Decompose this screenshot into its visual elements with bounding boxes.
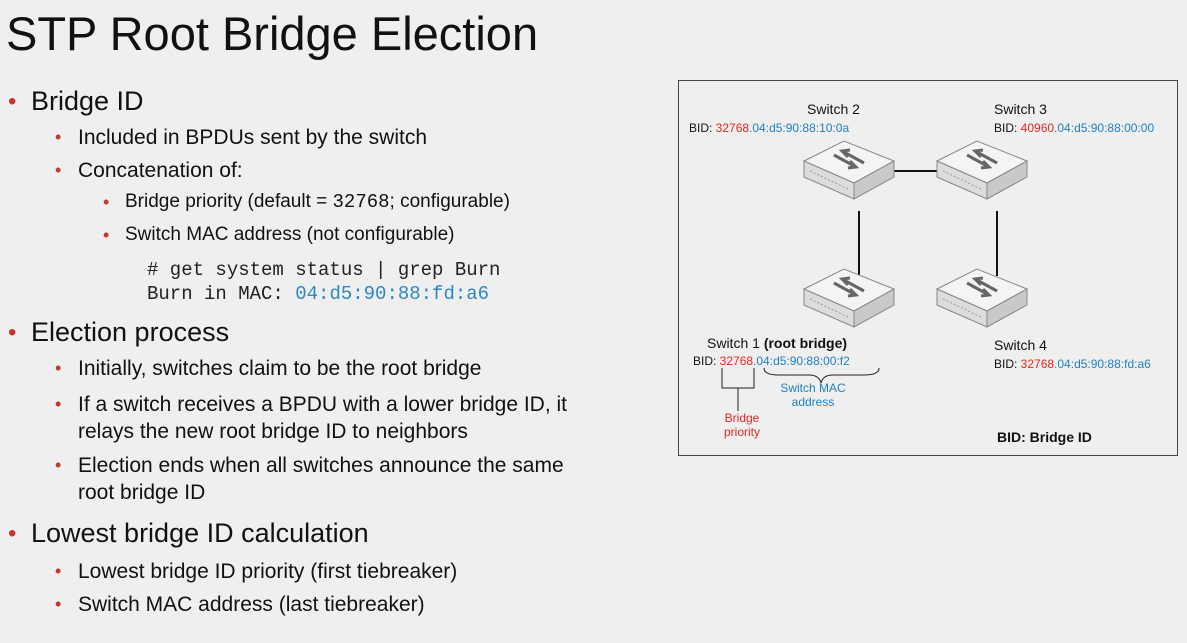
diagram-graphics [721, 139, 1029, 411]
bullet-text: Bridge priority (default = 32768; config… [125, 191, 510, 213]
bullet-text: If a switch receives a BPDU with a lower… [78, 393, 568, 416]
switch-1-name: Switch 1 [707, 335, 764, 351]
bid-mac: .04:d5:90:88:00:f2 [753, 354, 850, 368]
bullet-dot: • [55, 394, 62, 414]
bullet-text: Switch MAC address (last tiebreaker) [78, 593, 425, 616]
bullet-text-cont: relays the new root bridge ID to neighbo… [78, 420, 468, 443]
switch-4-icon [935, 267, 1029, 329]
switch-mac-line1: Switch MAC [780, 381, 846, 395]
bid-priority: 32768 [1020, 357, 1055, 371]
bullet-dot: • [8, 520, 17, 547]
switch-mac-line2: address [791, 395, 835, 409]
legend: BID: Bridge ID [997, 429, 1092, 445]
switch-2-label: Switch 2 [807, 101, 860, 117]
bid-priority: 32768 [715, 121, 750, 135]
bullet-dot: • [55, 127, 62, 147]
code-line-1: # get system status | grep Burn [147, 259, 501, 281]
mac-brace [763, 367, 880, 384]
bid-mac: .04:d5:90:88:10:0a [749, 121, 850, 135]
page-title: STP Root Bridge Election [6, 7, 539, 60]
bullet-dot: • [8, 319, 17, 346]
stp-diagram: Switch 2 BID: 32768.04:d5:90:88:10:0a Sw… [678, 80, 1178, 456]
bullet-dot: • [55, 160, 62, 180]
bullet-dot: • [55, 455, 62, 475]
bullet-dot: • [55, 358, 62, 378]
bridge-priority-line2: priority [723, 425, 760, 439]
switch-2-bid: BID: 32768.04:d5:90:88:10:0a [689, 121, 849, 135]
switch-1-label: Switch 1 (root bridge) [707, 335, 847, 351]
bullet-dot: • [55, 561, 62, 581]
priority-bracket [721, 368, 755, 389]
bullet-text: Initially, switches claim to be the root… [78, 357, 482, 380]
root-bridge-tag: (root bridge) [763, 335, 848, 351]
bridge-priority-line1: Bridge [724, 411, 760, 425]
priority-prefix: Bridge priority (default = [125, 191, 333, 212]
bullet-dot: • [103, 225, 110, 245]
bid-label: BID: [689, 121, 716, 135]
bullet-text: Lowest bridge ID priority (first tiebrea… [78, 560, 458, 583]
bullet-text: Election process [31, 317, 230, 347]
code-block: # get system status | grep Burn Burn in … [147, 258, 500, 306]
switch-3-label: Switch 3 [994, 101, 1047, 117]
bullet-text: Concatenation of: [78, 159, 243, 182]
switch-3-bid: BID: 40960.04:d5:90:88:00:00 [994, 121, 1154, 135]
switch-2-icon [802, 139, 896, 201]
switch-3-icon [935, 139, 1029, 201]
bid-priority: 40960 [1020, 121, 1055, 135]
bid-label: BID: [994, 121, 1021, 135]
priority-value: 32768 [332, 191, 390, 213]
bid-label: BID: [994, 357, 1021, 371]
bullet-text-cont: root bridge ID [78, 481, 206, 504]
bullet-dot: • [55, 594, 62, 614]
bullet-text: Election ends when all switches announce… [78, 454, 564, 477]
bullet-text: Lowest bridge ID calculation [31, 518, 369, 548]
bullet-dot: • [103, 192, 110, 212]
switch-4-label: Switch 4 [994, 337, 1047, 353]
switch-4-bid: BID: 32768.04:d5:90:88:fd:a6 [994, 357, 1151, 371]
switch-1-icon [802, 267, 896, 329]
code-line-2-prefix: Burn in MAC: [147, 283, 296, 305]
bullet-text: Included in BPDUs sent by the switch [78, 126, 428, 149]
bid-priority: 32768 [719, 354, 754, 368]
switch-1-bid: BID: 32768.04:d5:90:88:00:f2 [693, 354, 850, 368]
bullet-text: Bridge ID [31, 86, 144, 116]
bullet-dot: • [8, 88, 17, 115]
bid-mac: .04:d5:90:88:fd:a6 [1054, 357, 1151, 371]
code-line-2-mac: 04:d5:90:88:fd:a6 [295, 283, 490, 305]
bid-mac: .04:d5:90:88:00:00 [1054, 121, 1155, 135]
bullet-text: Switch MAC address (not configurable) [125, 224, 455, 245]
bid-label: BID: [693, 354, 720, 368]
priority-suffix: ; configurable) [389, 191, 510, 212]
